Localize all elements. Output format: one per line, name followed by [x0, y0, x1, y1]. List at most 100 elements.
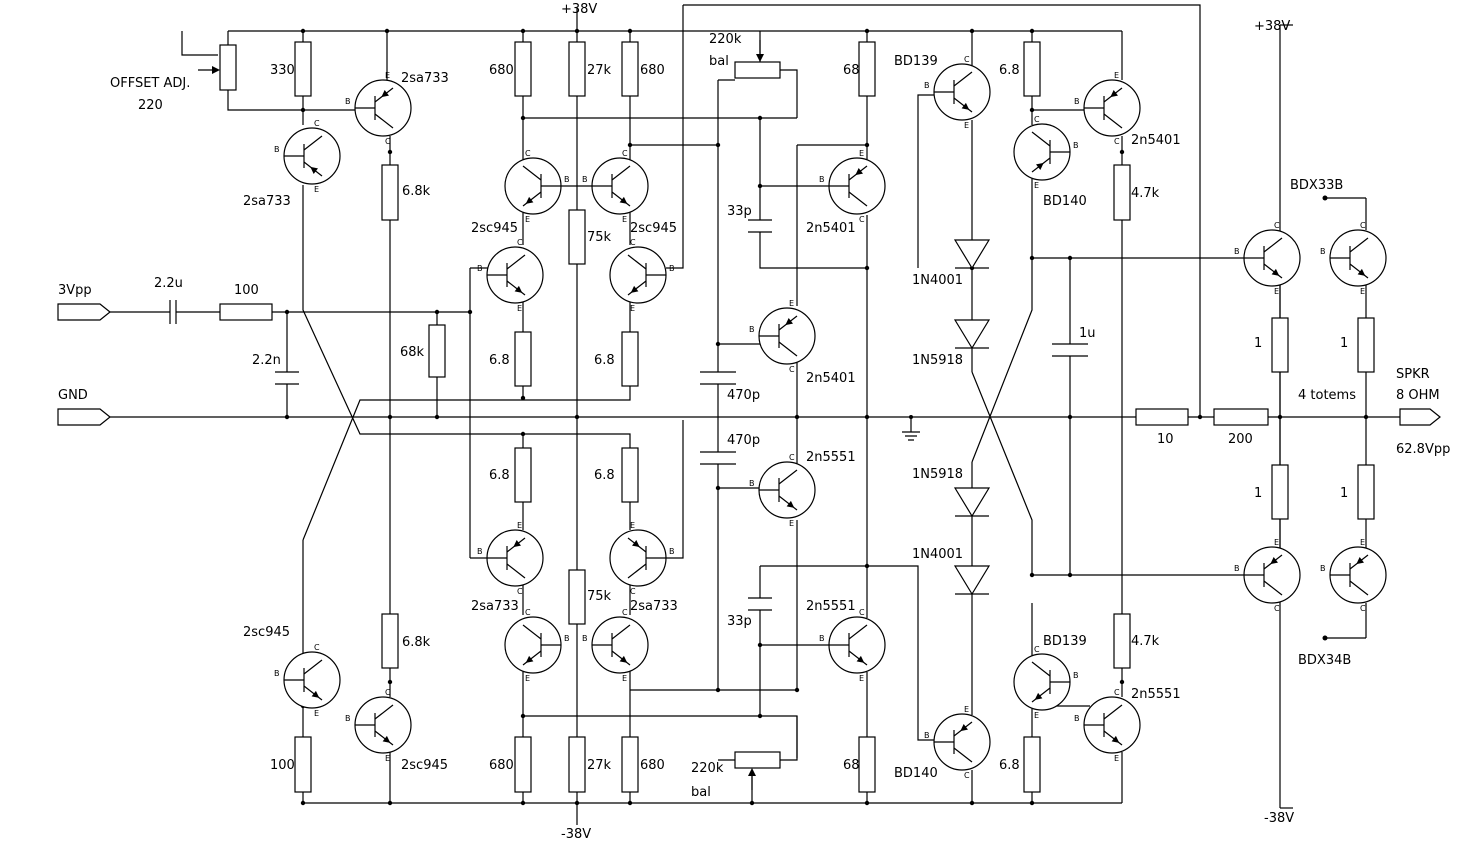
emitter-arrow: [1036, 162, 1044, 170]
base-bar: [592, 174, 613, 198]
pin-label: C: [1114, 688, 1120, 697]
pin-label: C: [630, 587, 636, 596]
ports: [57, 303, 1441, 426]
q-label: BD140: [1043, 194, 1087, 209]
pin-label: E: [1360, 538, 1365, 547]
pin-label: C: [859, 215, 865, 224]
base-bar: [487, 263, 508, 287]
r-label: 330: [270, 63, 295, 78]
bal-pot-top: [734, 40, 781, 79]
collector-lead: [953, 71, 973, 87]
q-label: BDX33B: [1290, 178, 1343, 193]
transistor-symbol: C E B: [1234, 538, 1301, 613]
base-bar: [934, 80, 955, 104]
transistor-symbol: CEB: [1320, 221, 1387, 296]
q-label: BD140: [894, 766, 938, 781]
pin-label: B: [1320, 247, 1326, 256]
input-port: [57, 303, 111, 321]
pin-label: C: [622, 608, 628, 617]
r-label: 6.8: [489, 353, 510, 368]
base-bar: [1330, 246, 1351, 270]
collector-lead: [848, 624, 868, 640]
q-label: BDX34B: [1298, 653, 1351, 668]
pin-label: C: [964, 771, 970, 780]
emitter-arrow: [1356, 557, 1364, 565]
base-bar: [1049, 670, 1070, 694]
pin-label: E: [385, 71, 390, 80]
emitter-arrow: [960, 724, 968, 732]
d-label: 1N4001: [912, 547, 963, 562]
transistor-symbol: CEB: [477, 238, 544, 313]
emitter-arrow: [1110, 90, 1118, 98]
pin-label: B: [1073, 671, 1079, 680]
r-label: 6.8: [999, 63, 1020, 78]
emitter-arrow: [513, 540, 521, 548]
collector-lead: [522, 624, 542, 640]
collector-lead: [778, 341, 798, 357]
pin-label: B: [1320, 564, 1326, 573]
pin-label: C: [859, 608, 865, 617]
pin-label: C: [1274, 604, 1280, 613]
q-label: 2sa733: [243, 194, 291, 209]
pin-label: B: [274, 145, 280, 154]
collector-lead: [953, 747, 973, 763]
supply-neg-right: -38V: [1264, 811, 1294, 826]
pin-label: E: [1274, 538, 1279, 547]
r-label: 68k: [400, 345, 425, 360]
pin-label: B: [749, 325, 755, 334]
collector-lead: [611, 165, 631, 181]
collector-lead: [303, 135, 323, 151]
ground-label: GND: [58, 388, 88, 403]
r-label: 680: [640, 758, 665, 773]
pin-label: E: [859, 149, 864, 158]
r-label: 27k: [587, 63, 612, 78]
transistor-symbol: CEB: [1074, 688, 1141, 763]
emitter-arrow: [619, 655, 628, 663]
collector-lead: [506, 563, 526, 579]
pin-label: E: [517, 304, 522, 313]
base-bar: [355, 96, 376, 120]
c-label: 470p: [727, 433, 760, 448]
c-label: 470p: [727, 388, 760, 403]
emitter-arrow: [961, 102, 970, 110]
pin-label: E: [630, 304, 635, 313]
r-label: 10: [1157, 432, 1174, 447]
base-bar: [645, 546, 666, 570]
base-bar: [487, 546, 508, 570]
r-label: 1: [1254, 336, 1262, 351]
q-label: 2n5401: [1131, 133, 1181, 148]
pin-label: B: [564, 175, 570, 184]
pin-label: C: [314, 119, 320, 128]
transistor-symbol: CEB: [1234, 221, 1301, 296]
emitter-arrow: [525, 655, 534, 663]
q-label: 2sc945: [243, 625, 290, 640]
pin-label: C: [789, 365, 795, 374]
output-swing-label: 62.8Vpp: [1396, 442, 1450, 457]
r-label: 6.8: [594, 353, 615, 368]
pin-label: B: [1234, 564, 1240, 573]
pin-label: C: [1114, 137, 1120, 146]
r-label: 680: [489, 63, 514, 78]
pin-label: E: [964, 705, 969, 714]
base-bar: [829, 633, 850, 657]
collector-lead: [506, 254, 526, 270]
resistor-bodies: [219, 41, 1375, 793]
collector-lead: [1349, 237, 1369, 253]
transistor-symbol: CEB: [924, 55, 991, 130]
transistor-symbol: CEB: [749, 453, 816, 528]
pin-label: B: [477, 264, 483, 273]
base-bar: [934, 730, 955, 754]
r-label: 75k: [587, 589, 612, 604]
ground-symbol: [902, 415, 920, 441]
supply-pos-top: +38V: [561, 2, 597, 17]
q-label: BD139: [1043, 634, 1087, 649]
base-bar: [1084, 96, 1105, 120]
pin-label: B: [274, 669, 280, 678]
pot-label: 220k: [709, 32, 742, 47]
transistor-symbol: CEB: [345, 71, 412, 146]
emitter-arrow: [1034, 692, 1043, 700]
transistor-symbol: CEB: [274, 643, 341, 718]
pin-label: C: [1034, 115, 1040, 124]
base-bar: [829, 174, 850, 198]
